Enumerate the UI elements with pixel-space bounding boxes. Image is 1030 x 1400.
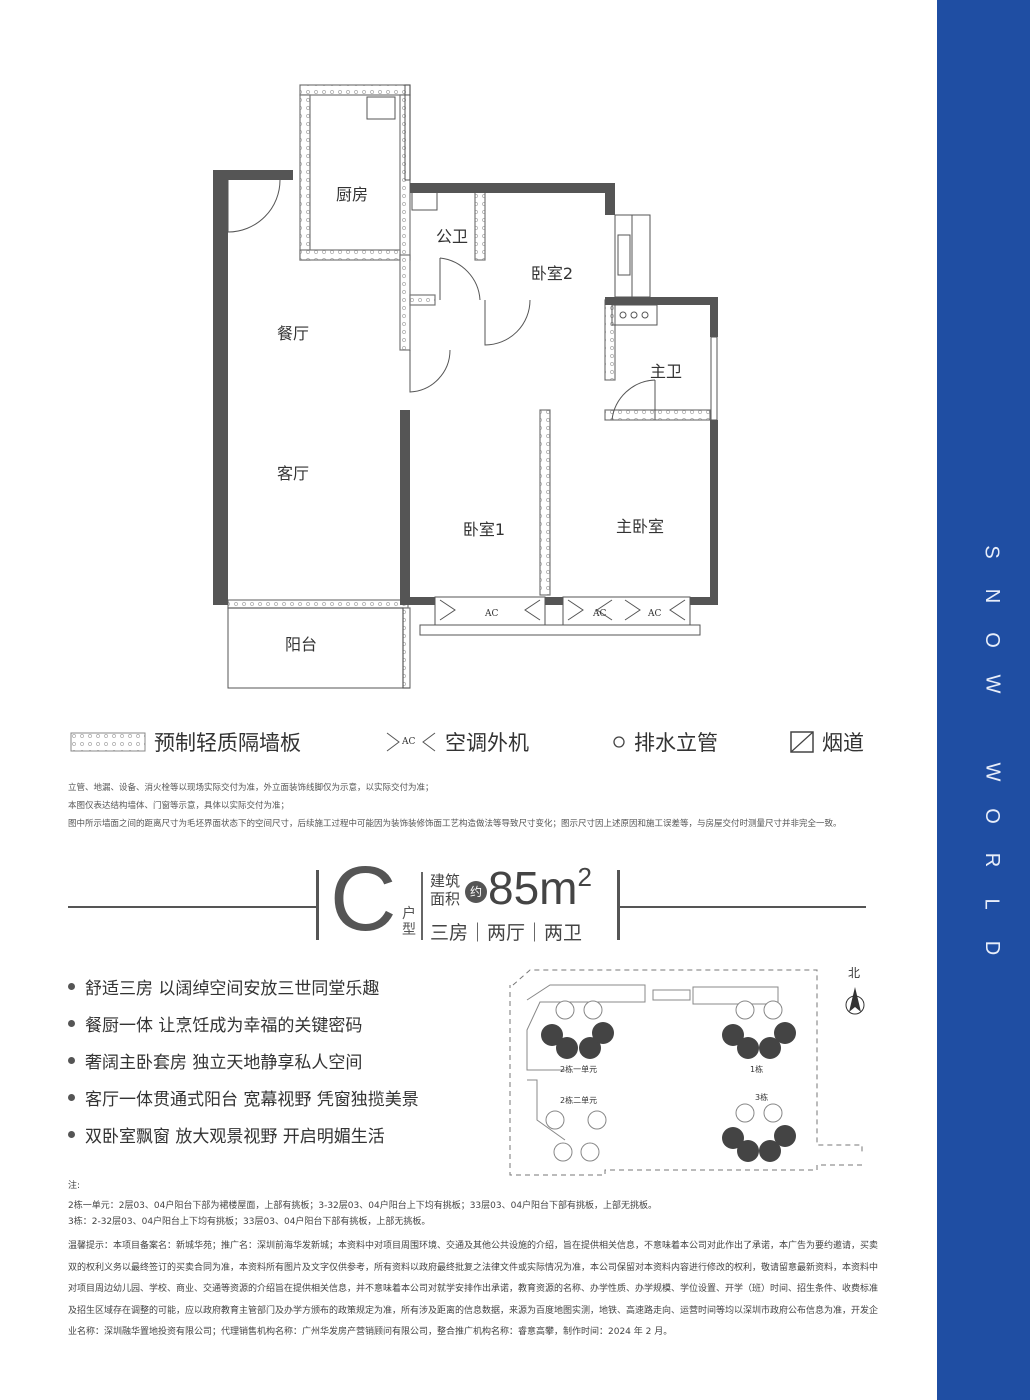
bullet-icon [68, 1020, 75, 1027]
ac-unit-icon: AC [385, 731, 437, 753]
building-label: 2栋二单元 [560, 1095, 597, 1105]
note-line: 图中所示墙面之间的距离尺寸为毛坯界面状态下的空间尺寸，后续施工过程中可能因为装饰… [68, 819, 842, 829]
brand-sidebar [937, 0, 1030, 1400]
legend-drain: 排水立管 [612, 727, 718, 757]
area-unit: 2 [577, 862, 592, 892]
bullet-icon [68, 1057, 75, 1064]
bullet-icon [68, 983, 75, 990]
ac-label: AC [592, 609, 606, 619]
area-label: 建筑面积 [430, 872, 461, 908]
area-value: 85m [488, 862, 578, 914]
note-title: 注: [68, 1181, 81, 1191]
room-balcony: 阳台 [284, 635, 318, 654]
room-master-bath: 主卫 [649, 362, 683, 381]
feature-text: 双卧室飘窗 放大观景视野 开启明媚生活 [85, 1127, 385, 1147]
legend-label: 预制轻质隔墙板 [154, 731, 301, 755]
room-bedroom1: 卧室1 [462, 520, 506, 539]
note-line: 3栋：2-32层03、04户阳台上下均有挑板；33层03、04户阳台下部有挑板，… [68, 1216, 431, 1227]
feature-item: 奢阔主卧套房 独立天地静享私人空间 [68, 1048, 362, 1073]
feature-item: 餐厨一体 让烹饪成为幸福的关键密码 [68, 1011, 362, 1036]
bullet-icon [68, 1094, 75, 1101]
ac-label: AC [647, 609, 661, 619]
divider [618, 906, 866, 908]
feature-item: 双卧室飘窗 放大观景视野 开启明媚生活 [68, 1122, 385, 1147]
room-living: 客厅 [276, 464, 310, 483]
flue-icon [790, 731, 814, 753]
brand-letter: N [980, 588, 1003, 604]
north-arrow-icon [845, 987, 865, 1015]
feature-text: 餐厨一体 让烹饪成为幸福的关键密码 [85, 1016, 363, 1036]
building-label: 2栋一单元 [560, 1064, 597, 1074]
divider [316, 870, 319, 940]
legend-label: 烟道 [822, 731, 864, 755]
room-master-bedroom: 主卧室 [615, 517, 665, 536]
brand-letter: S [981, 545, 1003, 559]
drain-pipe-icon [613, 736, 625, 748]
unit-area: 85m2 [488, 862, 592, 914]
floor-plan: AC AC AC [213, 84, 718, 689]
feature-text: 舒适三房 以阔绰空间安放三世同堂乐趣 [85, 979, 380, 999]
approx-badge: 约 [465, 881, 487, 903]
north-label: 北 [848, 966, 860, 980]
partition-pattern-icon [70, 732, 146, 752]
feature-text: 客厅一体贯通式阳台 宽幕视野 凭窗独揽美景 [85, 1090, 419, 1110]
ac-tag: AC [402, 737, 416, 747]
legend-partition: 预制轻质隔墙板 [70, 727, 301, 757]
notes-top: 立管、地漏、设备、消火栓等以现场实际交付为准，外立面装饰线脚仅为示意，以实际交付… [68, 779, 842, 833]
brand-letter: W [980, 762, 1003, 782]
brand-letter: O [981, 632, 1003, 648]
brand-letter: L [981, 898, 1003, 910]
brand-vertical-text: S N O W W O R L D [970, 530, 1003, 970]
ac-label: AC [484, 609, 498, 619]
brand-letter: O [981, 808, 1003, 824]
room-kitchen: 厨房 [335, 185, 369, 204]
feature-item: 舒适三房 以阔绰空间安放三世同堂乐趣 [68, 974, 379, 999]
bullet-icon [68, 1131, 75, 1138]
room-summary: 三房｜两厅｜两卫 [430, 922, 583, 944]
divider [617, 870, 620, 940]
site-map: 2栋一单元 1栋 2栋二单元 3栋 北 [509, 966, 865, 1176]
brand-letter: R [980, 852, 1003, 868]
room-dining: 餐厅 [276, 324, 310, 343]
note-line: 2栋一单元：2层03、04户阳台下部为裙楼屋面，上部有挑板；3-32层03、04… [68, 1200, 658, 1211]
room-bedroom2: 卧室2 [530, 264, 574, 283]
note-line: 立管、地漏、设备、消火栓等以现场实际交付为准，外立面装饰线脚仅为示意，以实际交付… [68, 783, 434, 793]
unit-type-label: 户型 [402, 906, 416, 938]
unit-type-letter: C [330, 848, 397, 950]
divider [421, 872, 423, 940]
feature-item: 客厅一体贯通式阳台 宽幕视野 凭窗独揽美景 [68, 1085, 419, 1110]
room-public-bath: 公卫 [435, 227, 469, 246]
disclaimer: 温馨提示：本项目备案名：新城华苑；推广名：深圳前海华发新城；本资料中对项目周围环… [68, 1241, 879, 1337]
divider [68, 906, 318, 908]
building-label: 3栋 [755, 1092, 768, 1102]
brand-letter: W [980, 674, 1003, 694]
feature-text: 奢阔主卧套房 独立天地静享私人空间 [85, 1053, 363, 1073]
notes-bottom: 注: 2栋一单元：2层03、04户阳台下部为裙楼屋面，上部有挑板；3-32层03… [68, 1176, 878, 1230]
legend-flue: 烟道 [790, 727, 864, 757]
note-line: 本图仅表达结构墙体、门窗等示意，具体以实际交付为准； [68, 801, 290, 811]
brand-letter: D [980, 940, 1003, 956]
building-label: 1栋 [750, 1064, 763, 1074]
legend-ac: AC 空调外机 [385, 727, 529, 757]
legend-label: 空调外机 [445, 731, 529, 755]
legend-label: 排水立管 [634, 731, 718, 755]
